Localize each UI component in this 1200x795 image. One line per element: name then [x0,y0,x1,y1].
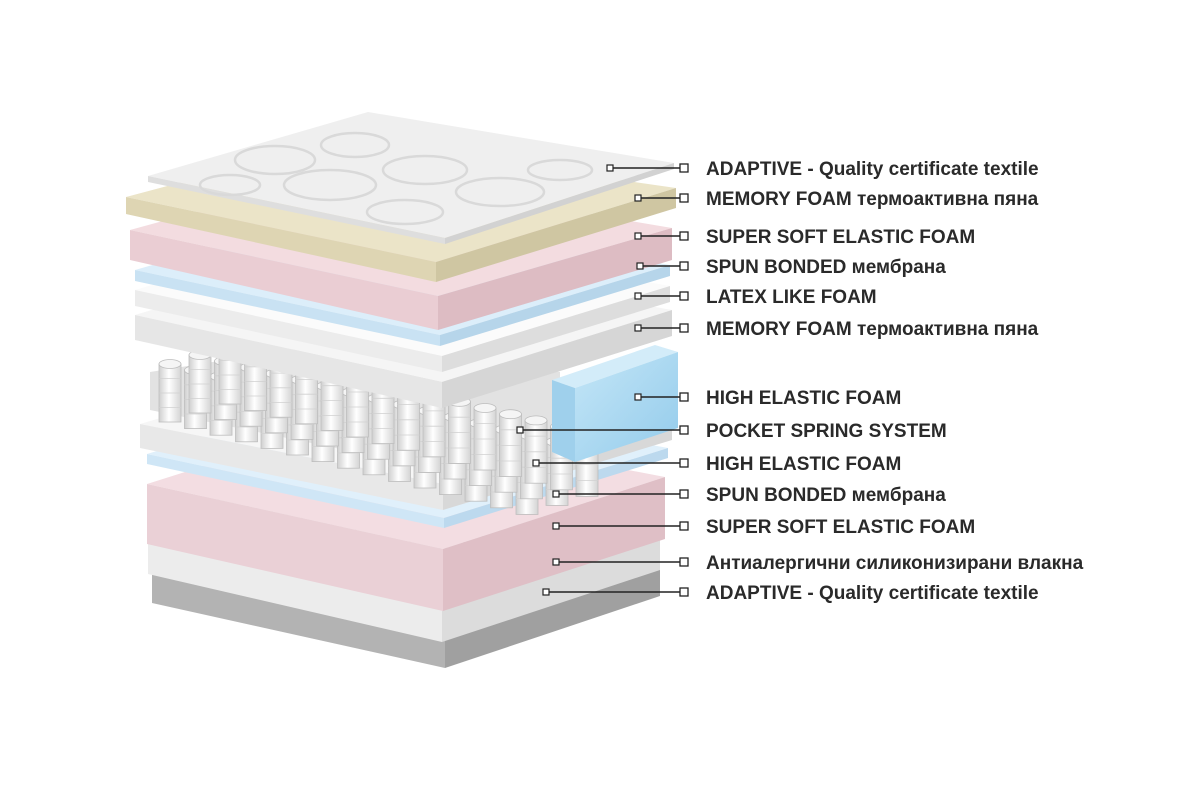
leader-end-marker [679,521,689,531]
leader-start-marker [552,558,560,566]
leader-start-marker [634,232,642,240]
layer-label: Антиалергични силиконизирани влакна [706,553,1084,574]
layer-label: SPUN BONDED мембрана [706,257,946,278]
callout-11: SUPER SOFT ELASTIC FOAM [552,517,975,538]
spring-coil [499,409,522,478]
leader-end-marker [679,323,689,333]
layer-label: ADAPTIVE - Quality certificate textile [706,583,1039,604]
callout-1: ADAPTIVE - Quality certificate textile [606,159,1039,180]
leader-start-marker [634,292,642,300]
layer-label: SUPER SOFT ELASTIC FOAM [706,227,975,248]
spring-coil [188,350,212,414]
callout-13: ADAPTIVE - Quality certificate textile [542,583,1039,604]
spring-coil [473,403,497,471]
leader-start-marker [532,459,540,467]
callout-3: SUPER SOFT ELASTIC FOAM [634,227,975,248]
callout-9: HIGH ELASTIC FOAM [532,454,901,475]
layer-label: SPUN BONDED мембрана [706,485,946,506]
layer-label: ADAPTIVE - Quality certificate textile [706,159,1039,180]
leader-start-marker [542,588,550,596]
callout-10: SPUN BONDED мембрана [552,485,946,506]
callout-8: POCKET SPRING SYSTEM [516,421,947,442]
leader-end-marker [679,425,689,435]
layer-label: LATEX LIKE FOAM [706,287,877,308]
layer-label: MEMORY FOAM термоактивна пяна [706,319,1039,340]
callout-4: SPUN BONDED мембрана [636,257,946,278]
leader-end-marker [679,392,689,402]
leader-end-marker [679,489,689,499]
leader-start-marker [634,393,642,401]
leader-start-marker [516,426,524,434]
leader-end-marker [679,557,689,567]
leader-start-marker [606,164,614,172]
layer-blue-edge-foam [552,345,678,462]
callouts: ADAPTIVE - Quality certificate textileME… [516,159,1084,604]
layer-label: MEMORY FOAM термоактивна пяна [706,189,1039,210]
layer-label: HIGH ELASTIC FOAM [706,388,901,409]
layer-label: SUPER SOFT ELASTIC FOAM [706,517,975,538]
leader-start-marker [552,490,560,498]
spring-coil [448,396,471,464]
leader-end-marker [679,231,689,241]
callout-2: MEMORY FOAM термоактивна пяна [634,189,1039,210]
layer-quilted-textile [148,112,674,244]
callout-6: MEMORY FOAM термоактивна пяна [634,319,1039,340]
leader-end-marker [679,193,689,203]
callout-7: HIGH ELASTIC FOAM [634,388,901,409]
leader-end-marker [679,163,689,173]
leader-end-marker [679,458,689,468]
callout-12: Антиалергични силиконизирани влакна [552,553,1084,574]
leader-start-marker [634,324,642,332]
callout-5: LATEX LIKE FOAM [634,287,877,308]
quilting-pattern [198,131,594,226]
layer-label: POCKET SPRING SYSTEM [706,421,947,442]
spring-coil [524,415,548,484]
mattress-stack [126,112,678,668]
leader-end-marker [679,261,689,271]
leader-start-marker [636,262,644,270]
leader-end-marker [679,587,689,597]
leader-start-marker [634,194,642,202]
spring-coil [158,359,182,423]
leader-start-marker [552,522,560,530]
leader-end-marker [679,291,689,301]
layer-label: HIGH ELASTIC FOAM [706,454,901,475]
